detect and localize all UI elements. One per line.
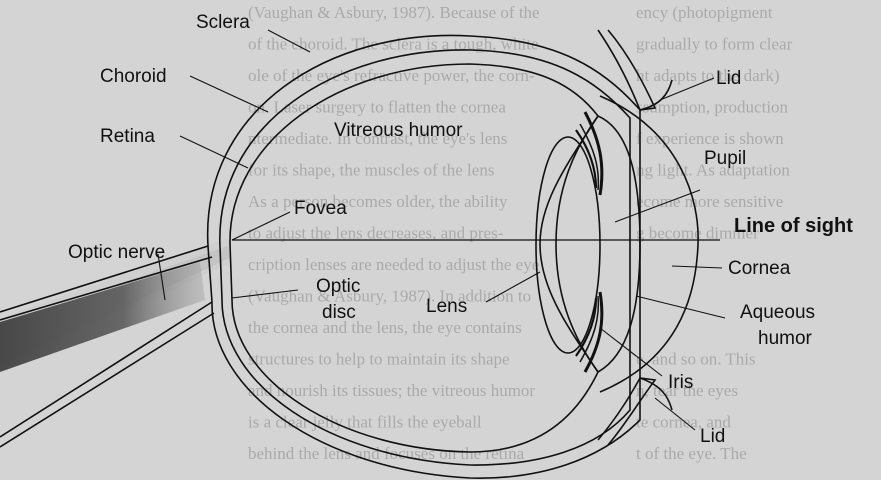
label-optic-nerve: Optic nerve [68,242,165,263]
label-lid-top: Lid [716,68,741,89]
background-text-line: ssumption, production [636,98,789,117]
background-text-line: the cornea and the lens, the eye contain… [248,318,522,337]
background-text-line: f experience is shown [636,129,784,148]
label-cornea: Cornea [728,258,791,279]
optic-nerve [0,238,232,447]
background-text-line: As a person becomes older, the ability [248,192,508,211]
background-text-line: structures to help to maintain its shape [248,350,510,369]
label-fovea: Fovea [294,198,347,219]
background-text-line: behind the lens and focuses on the retin… [248,444,525,463]
background-text-line: ency (photopigment [636,3,773,22]
background-text-line: t of the eye. The [636,444,747,463]
label-choroid: Choroid [100,66,167,87]
label-aqueous-1: Aqueous [740,302,815,323]
background-text-line: ht adapts to the dark) [636,66,780,85]
label-lid-bottom: Lid [700,426,725,447]
background-text-line: for its shape, the muscles of the lens [248,161,494,180]
label-aqueous-2: humor [758,328,813,349]
background-text-line: ecome more sensitive [636,192,783,211]
label-line-of-sight: Line of sight [734,215,853,237]
label-iris: Iris [668,372,693,393]
background-text-line: (Vaughan & Asbury, 1987). In addition to [248,287,531,306]
background-text-line: cription lenses are needed to adjust the… [248,255,539,274]
background-text-line: e, and so on. This [636,350,756,369]
background-text-line: gradually to form clear [636,35,793,54]
background-text-left: (Vaughan & Asbury, 1987). Because of the… [248,3,540,463]
label-optic-disc-1: Optic [316,276,360,297]
label-pupil: Pupil [704,148,746,169]
label-lens: Lens [426,296,467,317]
label-optic-disc-2: disc [322,302,356,323]
background-text-line: is a clear jelly that fills the eyeball [248,413,482,432]
label-vitreous-humor: Vitreous humor [334,120,463,141]
label-sclera: Sclera [196,12,250,33]
label-retina: Retina [100,126,155,147]
background-text-line: (Vaughan & Asbury, 1987). Because of the [248,3,540,22]
